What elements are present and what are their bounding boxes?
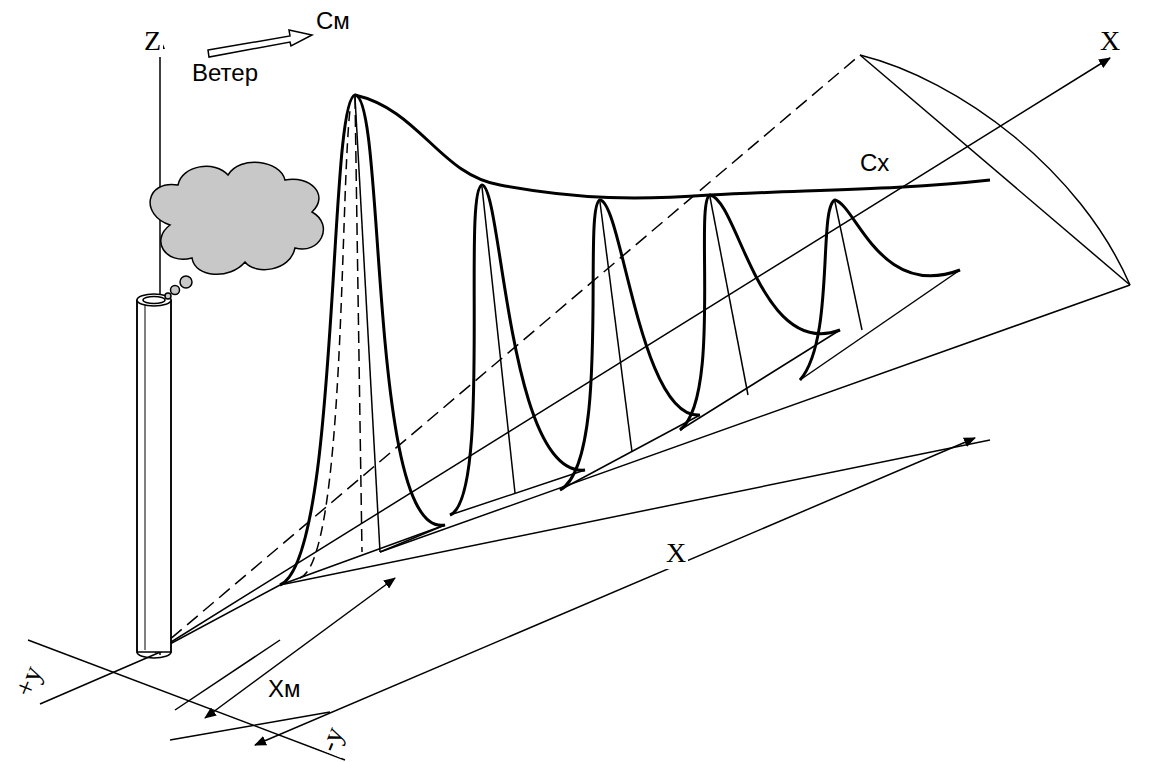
dimension-extension: [170, 712, 330, 740]
plume-axis: [155, 55, 860, 652]
wind-arrow: [208, 30, 312, 57]
dimension-label: Хм: [266, 676, 303, 702]
chimney: [137, 294, 171, 658]
concentration-profile: [450, 185, 585, 515]
plume-edge: [155, 585, 280, 652]
dimension-extension: [380, 525, 445, 552]
section-vertical: [600, 202, 632, 452]
section-base: [450, 470, 585, 515]
x-axis: [155, 58, 1110, 652]
axis-label: -y: [312, 721, 351, 758]
concentration-profile: [800, 200, 960, 380]
concentration-label: Сх: [858, 150, 891, 176]
plume-edge: [380, 285, 1130, 552]
concentration-profile: [280, 95, 445, 585]
x-dimension: [255, 438, 975, 745]
y-axis: [28, 640, 345, 760]
section-vertical: [355, 97, 362, 552]
plume-edge: [860, 55, 1130, 285]
concentration-profile: [680, 195, 840, 430]
max-concentration-curve: [355, 95, 990, 198]
axis-label: X: [1098, 26, 1122, 57]
dimension-label: X: [664, 538, 688, 569]
plume-end-arc: [860, 55, 1130, 285]
section-vertical: [355, 97, 380, 552]
axis-label: Z: [142, 26, 163, 57]
profile-hidden: [300, 110, 350, 578]
section-vertical: [710, 197, 748, 395]
max-concentration-label: См: [314, 8, 352, 34]
wind-label: Ветер: [190, 60, 260, 86]
concentration-profile: [560, 200, 700, 490]
section-vertical: [482, 187, 515, 493]
smoke-cloud: [150, 162, 323, 299]
axis-label: +y: [8, 660, 49, 703]
section-vertical: [835, 202, 862, 330]
